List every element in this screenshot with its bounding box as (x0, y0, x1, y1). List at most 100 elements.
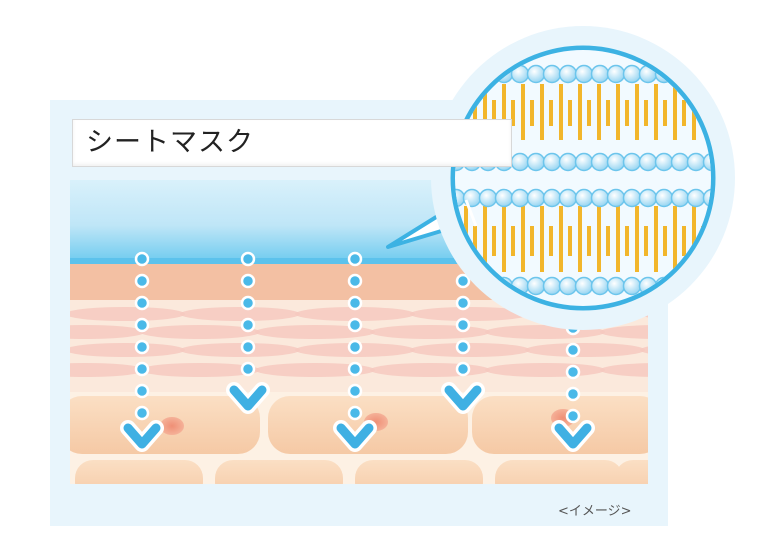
penetration-dot (240, 361, 256, 377)
lipid-head (622, 276, 642, 296)
lipid-head (702, 276, 711, 296)
penetration-dot (240, 317, 256, 333)
diagram-title: シートマスク (86, 127, 254, 158)
lipid-head (558, 188, 578, 208)
title-box (72, 119, 512, 167)
penetration-dot (347, 273, 363, 289)
lipid-head (558, 152, 578, 172)
lipid-head (622, 152, 642, 172)
lipid-head (702, 64, 711, 84)
image-caption: <イメージ> (558, 504, 632, 519)
penetration-dot (347, 295, 363, 311)
lipid-head (542, 152, 562, 172)
penetration-dot (565, 342, 581, 358)
dermis-fiber (485, 363, 605, 377)
dermis-fiber (180, 307, 300, 321)
penetration-dot (134, 405, 150, 421)
lipid-head (654, 152, 674, 172)
lipid-head (526, 152, 546, 172)
lipid-head (542, 276, 562, 296)
dermis-fiber (255, 363, 375, 377)
penetration-dot (134, 339, 150, 355)
dermis-fiber (370, 325, 490, 339)
penetration-dot (134, 383, 150, 399)
lipid-head (542, 64, 562, 84)
penetration-dot (240, 339, 256, 355)
skin-cell (75, 460, 203, 484)
dermis-fiber (70, 307, 185, 321)
lipid-head (526, 64, 546, 84)
penetration-dot (347, 405, 363, 421)
lipid-head (606, 152, 626, 172)
lipid-head (622, 188, 642, 208)
lipid-head (670, 152, 690, 172)
lipid-head (606, 64, 626, 84)
skin-cell (495, 460, 623, 484)
arrow-head (123, 423, 161, 449)
lipid-head (702, 188, 711, 208)
penetration-dot (134, 317, 150, 333)
penetration-dot (134, 361, 150, 377)
lipid-head (526, 188, 546, 208)
lipid-head (590, 64, 610, 84)
dermis-fiber (640, 346, 648, 354)
cell-layer (70, 396, 648, 484)
lipid-head (606, 276, 626, 296)
lipid-head (686, 188, 706, 208)
cell-nucleus (160, 417, 184, 435)
penetration-dot (347, 361, 363, 377)
lipid-head (574, 276, 594, 296)
lipid-head (558, 64, 578, 84)
penetration-dot (240, 251, 256, 267)
penetration-dot (455, 317, 471, 333)
lipid-head (638, 152, 658, 172)
lipid-head (590, 276, 610, 296)
penetration-dot (240, 295, 256, 311)
dermis-fiber (600, 363, 648, 377)
skin-cell (615, 460, 648, 484)
penetration-dot (347, 317, 363, 333)
lipid-head (702, 152, 711, 172)
lipid-head (510, 188, 530, 208)
lipid-head (686, 152, 706, 172)
penetration-dot (240, 273, 256, 289)
lipid-head (526, 276, 546, 296)
lipid-head (574, 188, 594, 208)
lipid-head (590, 152, 610, 172)
dermis-fiber (140, 325, 260, 339)
lipid-head (542, 188, 562, 208)
arrow-head (554, 423, 592, 449)
arrow-head (444, 385, 482, 411)
penetration-dot (565, 386, 581, 402)
penetration-dot (455, 361, 471, 377)
penetration-dot (565, 408, 581, 424)
penetration-dot (455, 273, 471, 289)
dermis-fiber (70, 325, 145, 339)
skin-cell (215, 460, 343, 484)
lipid-head (478, 188, 498, 208)
lipid-head (606, 188, 626, 208)
lipid-head (574, 152, 594, 172)
lipid-head (494, 188, 514, 208)
penetration-dot (134, 251, 150, 267)
penetration-dot (134, 295, 150, 311)
arrow-head (336, 423, 374, 449)
penetration-dot (347, 339, 363, 355)
dermis-fiber (70, 343, 185, 357)
dermis-fiber (140, 363, 260, 377)
lipid-head (510, 152, 530, 172)
dermis-fiber (180, 343, 300, 357)
penetration-dot (347, 251, 363, 267)
lipid-head (590, 188, 610, 208)
dermis-fiber (255, 325, 375, 339)
penetration-dot (347, 383, 363, 399)
lipid-head (455, 64, 466, 84)
skin-cell (355, 460, 483, 484)
lipid-head (654, 188, 674, 208)
arrow-head (229, 385, 267, 411)
lipid-head (622, 64, 642, 84)
penetration-dot (455, 295, 471, 311)
dermis-fiber (370, 363, 490, 377)
dermis-fiber (410, 307, 530, 321)
